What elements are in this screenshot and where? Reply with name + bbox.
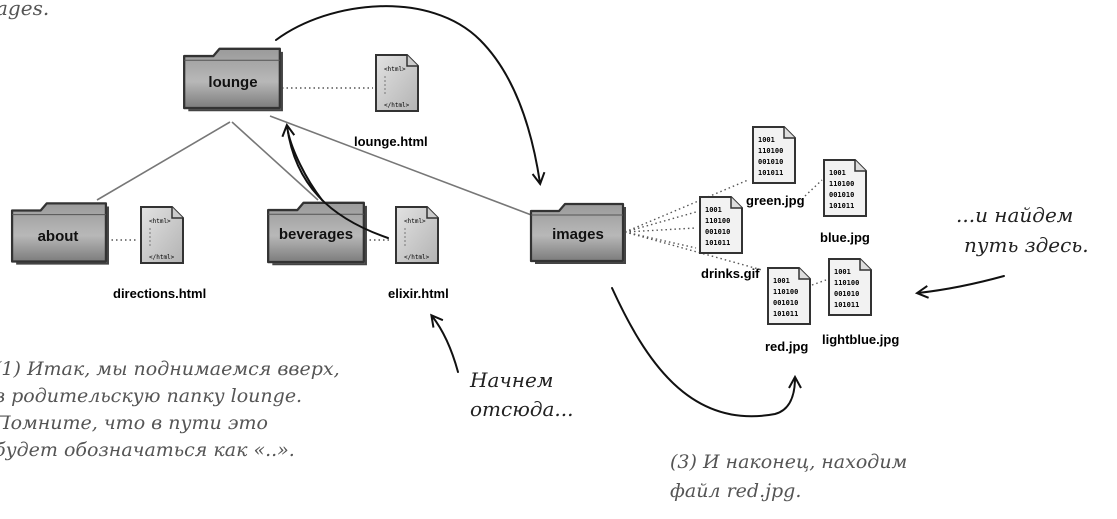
image-file-icon-drinks: 1001 110100 001010 101011 [699,196,743,254]
binary-row: 1001 [705,206,722,214]
binary-row: 110100 [758,147,783,155]
svg-text:<html>: <html> [149,218,171,225]
note-step1-line: (1) Итак, мы поднимаемся вверх, [0,358,340,380]
binary-row: 101011 [705,239,730,247]
image-file-icon-blue: 1001 110100 001010 101011 [823,159,867,217]
dotted-link-drinks-3 [624,231,697,249]
file-label-directions-html: directions.html [113,286,207,301]
file-label-blue-jpg: blue.jpg [820,230,870,245]
path-arrows [275,5,1005,418]
html-file-icon-elixir: <html> </html> [395,206,439,264]
note-start-line: отсюда... [470,397,574,421]
folder-label-about: about [37,228,79,245]
folder-label-lounge: lounge [208,74,258,91]
binary-row: 1001 [829,169,846,177]
note-step1-line: в родительскую папку lounge. [0,385,303,407]
html-file-icon-lounge: <html> </html> [375,54,419,112]
svg-text:</html>: </html> [149,254,175,261]
arrow-lounge-to-images [275,5,546,187]
binary-row: 1001 [834,268,851,276]
folder-label-beverages: beverages [278,226,354,243]
binary-row: 001010 [829,191,854,199]
arrow-start-pointer [430,313,459,373]
dotted-link-lightblue [811,279,827,286]
note-step1: (1) Итак, мы поднимаемся вверх, в родите… [0,356,340,464]
svg-text:<html>: <html> [384,66,406,73]
file-label-lounge-html: lounge.html [354,134,428,149]
svg-text:</html>: </html> [384,102,410,109]
file-label-green-jpg: green.jpg [746,193,805,208]
note-path-here: ...и найдем путь здесь. [956,200,1089,260]
dotted-links [107,87,827,286]
binary-row: 110100 [834,279,859,287]
file-label-drinks-gif: drinks.gif [701,266,760,281]
binary-row: 101011 [834,301,859,309]
binary-row: 101011 [758,169,783,177]
binary-row: 001010 [705,228,730,236]
binary-row: 101011 [773,310,798,318]
arrow-beverages-up [287,131,323,201]
file-label-red-jpg: red.jpg [765,339,809,354]
image-file-icon-red: 1001 110100 001010 101011 [767,267,811,325]
arrow-images-to-red [611,287,802,418]
dotted-link-drinks-2 [624,211,697,233]
binary-row: 110100 [829,180,854,188]
note-start-line: Начнем [470,368,554,392]
note-step1-line: будет обозначаться как «..». [0,439,295,461]
file-label-elixir-html: elixir.html [388,286,449,301]
binary-row: 1001 [758,136,775,144]
connector-lounge-beverages [231,121,319,201]
dotted-link-drinks [624,227,697,233]
binary-row: 101011 [829,202,854,210]
svg-text:<html>: <html> [404,218,426,225]
note-step1-line: Помните, что в пути это [0,412,268,434]
image-file-icon-green: 1001 110100 001010 101011 [752,126,796,184]
binary-row: 110100 [705,217,730,225]
note-start: Начнем отсюда... [470,366,574,424]
note-step3: (3) И наконец, находим файл red.jpg. [670,448,907,506]
dotted-link-red [624,231,763,271]
image-file-icon-lightblue: 1001 110100 001010 101011 [828,258,872,316]
binary-row: 001010 [773,299,798,307]
binary-row: 001010 [834,290,859,298]
binary-row: 001010 [758,158,783,166]
arrow-path-here [914,275,1005,299]
binary-row: 110100 [773,288,798,296]
html-file-icon-directions: <html> </html> [140,206,184,264]
binary-row: 1001 [773,277,790,285]
note-step3-line: (3) И наконец, находим [670,451,908,473]
svg-text:</html>: </html> [404,254,430,261]
connector-lounge-about [96,121,231,201]
dotted-link-blue [804,179,823,197]
folder-label-images: images [552,226,604,243]
file-label-lightblue-jpg: lightblue.jpg [822,332,900,347]
note-top-fragment: ages. [0,0,50,20]
note-step3-line: файл red.jpg. [670,480,802,502]
tree-connectors [96,115,535,217]
connector-lounge-images [269,115,535,217]
note-path-here-line: путь здесь. [964,233,1089,257]
note-path-here-line: ...и найдем [956,203,1074,227]
